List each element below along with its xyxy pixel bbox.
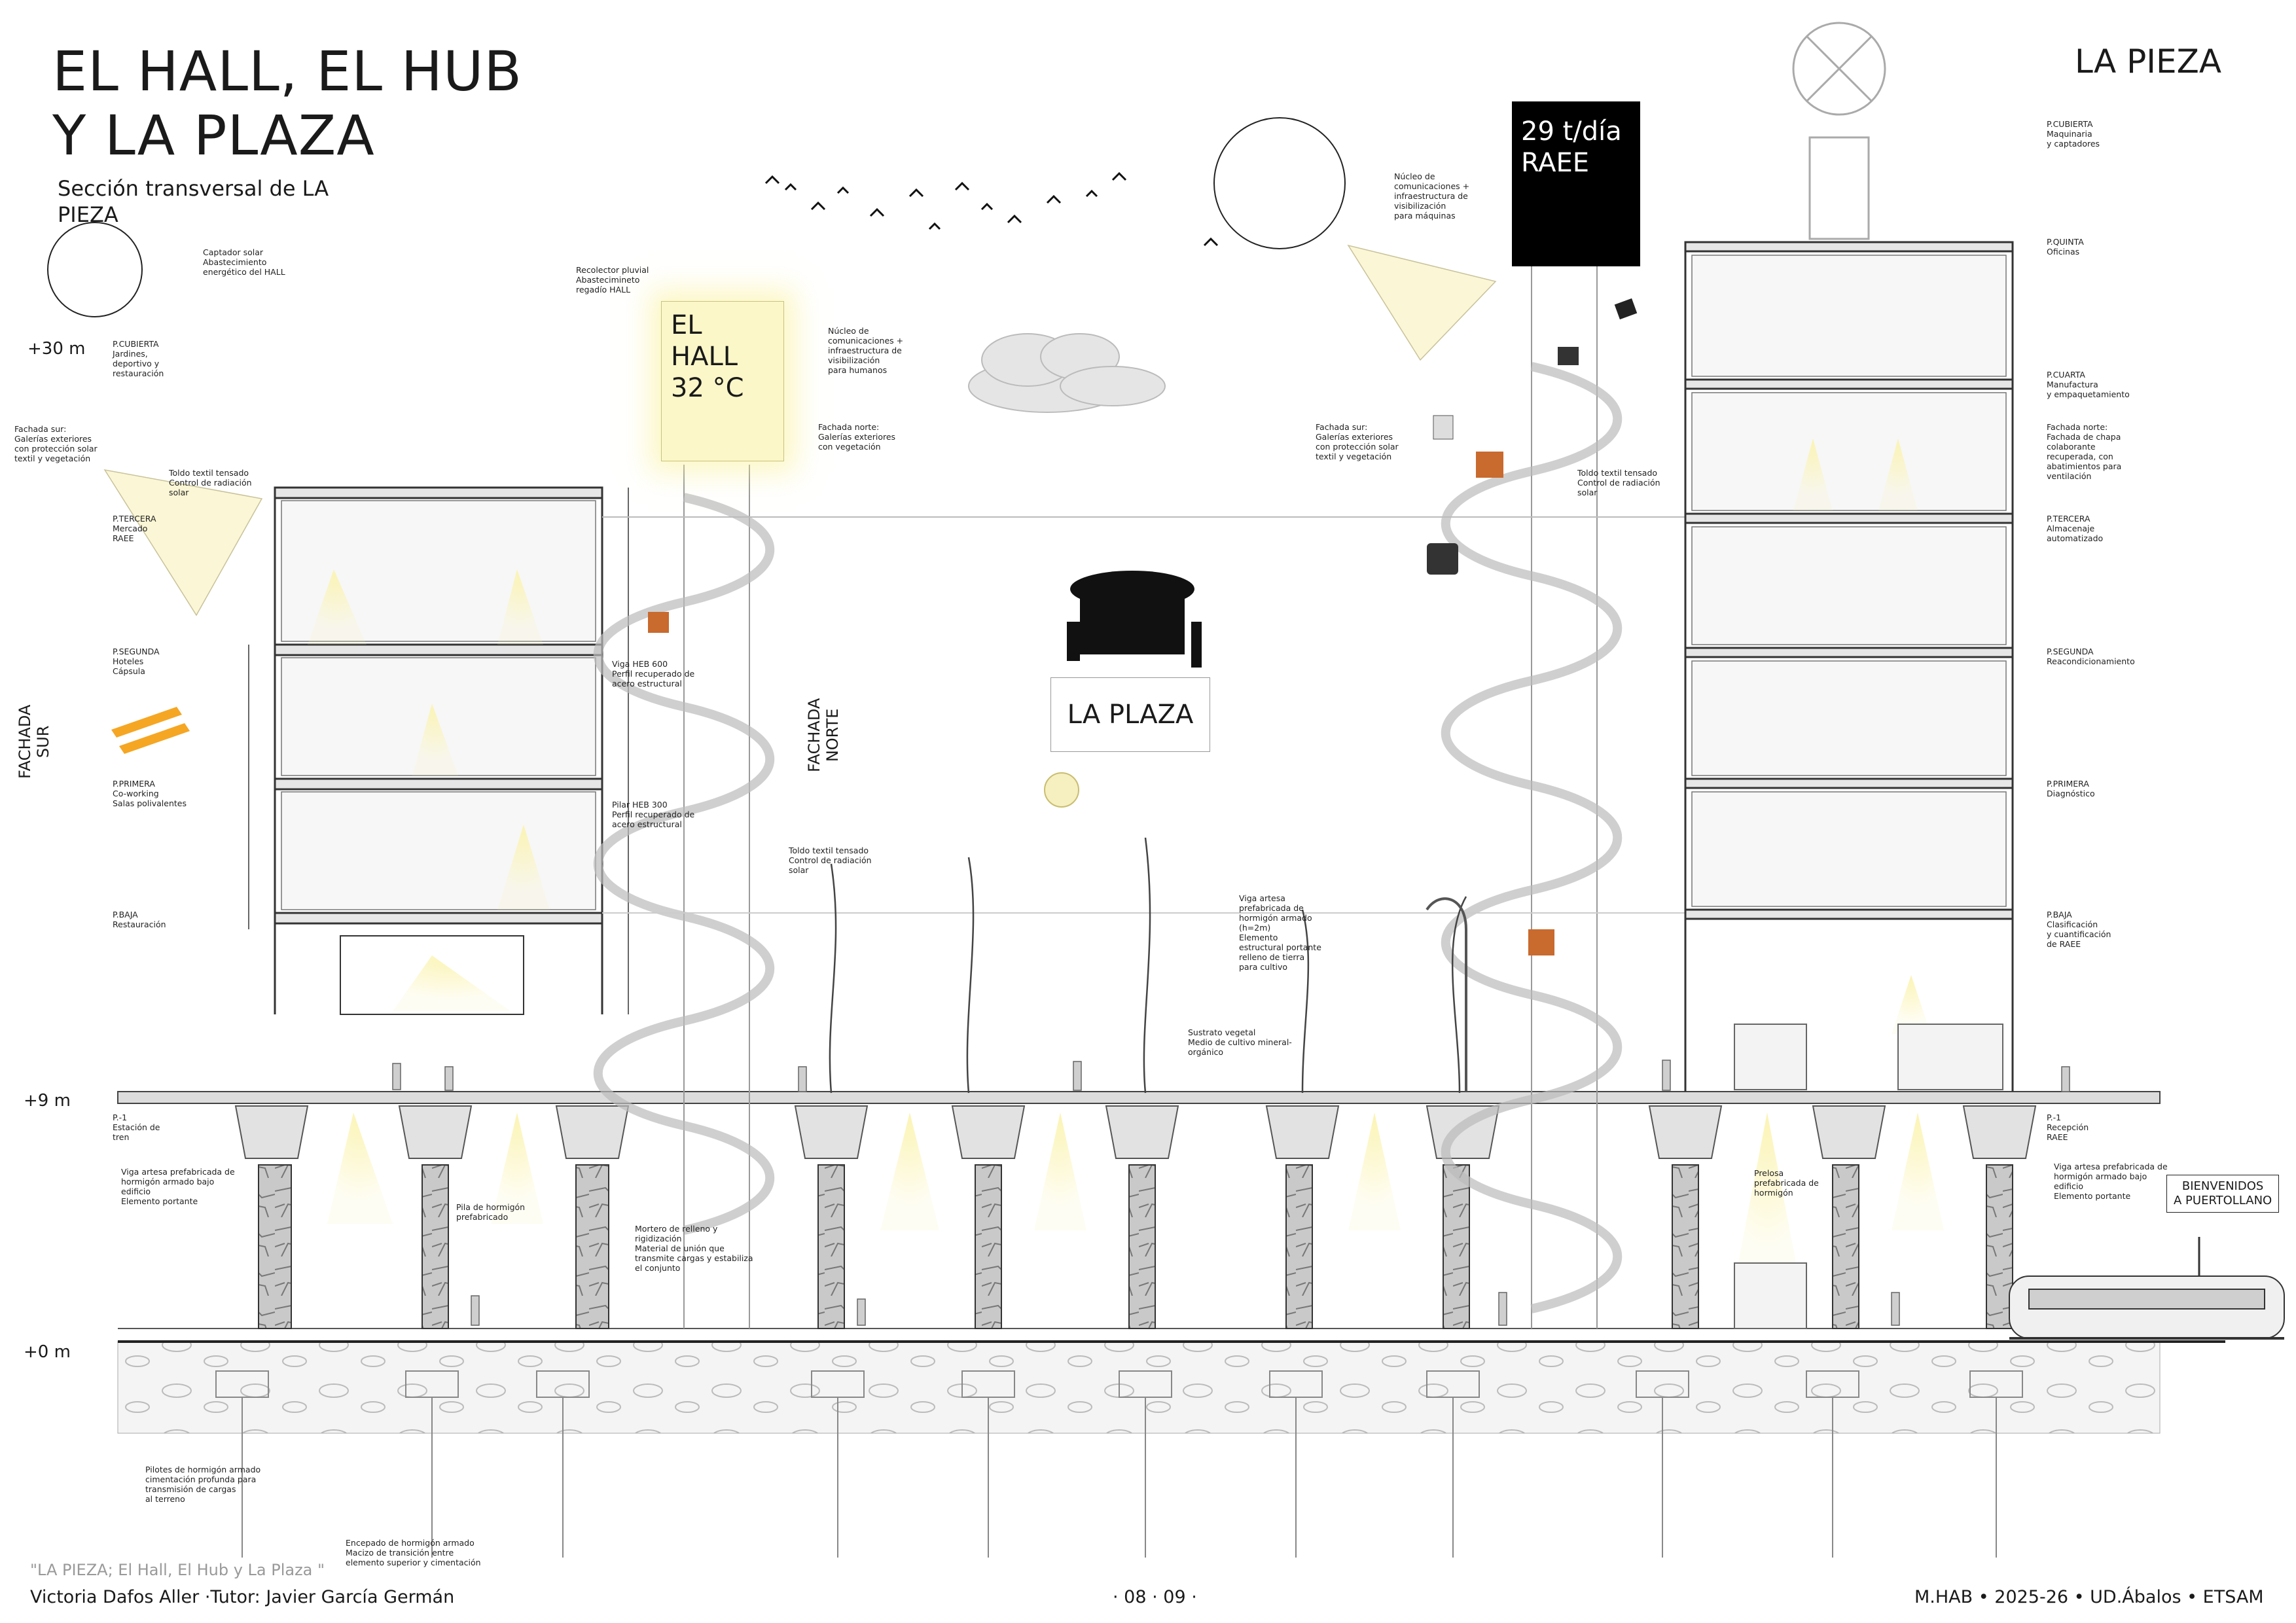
left-interiors — [281, 500, 596, 910]
welcome-sign-line2: A PUERTOLLANO — [2174, 1194, 2272, 1207]
hall-box: EL HALL 32 °C — [661, 301, 784, 461]
note-recolector-pluvial: Recolector pluvial Abastecimineto regadí… — [576, 265, 649, 294]
hall-tower-left — [594, 465, 774, 1329]
note-right-viga: Viga artesa prefabricada de hormigón arm… — [2054, 1162, 2168, 1201]
note-left-primera: P.PRIMERA Co-working Salas polivalentes — [113, 779, 187, 808]
raee-icons — [648, 298, 1638, 955]
plaza-box-label: LA PLAZA — [1067, 700, 1194, 730]
left-building — [248, 486, 629, 1015]
plaza-box: LA PLAZA — [1050, 677, 1210, 752]
elevation-0m: +0 m — [24, 1342, 71, 1362]
footer-pages: · 08 · 09 · — [1113, 1587, 1197, 1607]
raee-box: 29 t/día RAEE — [1512, 101, 1640, 266]
note-right-segunda: P.SEGUNDA Reacondicionamiento — [2047, 647, 2135, 666]
platform-slab — [117, 1091, 2161, 1104]
crowd — [1067, 571, 1202, 668]
page-title-line1: EL HALL, EL HUB — [52, 39, 523, 103]
note-left-cubierta: P.CUBIERTA Jardines, deportivo y restaur… — [113, 339, 164, 378]
wind-turbine — [1792, 22, 1886, 240]
note-left-viga: Viga artesa prefabricada de hormigón arm… — [121, 1167, 235, 1206]
note-pila: Pila de hormigón prefabricado — [456, 1202, 526, 1222]
right-building — [1684, 241, 2014, 1092]
note-prelosa: Prelosa prefabricada de hormigón — [1754, 1168, 1819, 1198]
right-title: LA PIEZA — [2075, 43, 2222, 80]
sun-small — [1044, 772, 1079, 808]
note-nucleo-humanos: Núcleo de comunicaciones + infraestructu… — [828, 326, 904, 375]
note-pilotes: Pilotes de hormigón armado cimentación p… — [145, 1465, 261, 1504]
page-title-line2: Y LA PLAZA — [52, 103, 375, 168]
plaza-trees — [829, 837, 1467, 1094]
note-left-baja: P.BAJA Restauración — [113, 910, 166, 929]
note-encepado: Encepado de hormigón armado Macizo de tr… — [346, 1538, 481, 1567]
orange-beams — [111, 707, 190, 754]
note-right-quinta: P.QUINTA Oficinas — [2047, 237, 2084, 257]
right-interiors — [1691, 255, 2007, 907]
footer-quote: "LA PIEZA; El Hall, El Hub y La Plaza " — [30, 1561, 325, 1579]
lamp-post — [1426, 897, 1467, 1092]
footer-course: M.HAB • 2025-26 • UD.Ábalos • ETSAM — [1914, 1587, 2264, 1607]
elevation-30m: +30 m — [27, 339, 86, 359]
raee-box-line1: 29 t/día — [1521, 116, 1622, 147]
note-left-tercera: P.TERCERA Mercado RAEE — [113, 514, 156, 543]
welcome-sign: BIENVENIDOS A PUERTOLLANO — [2166, 1175, 2280, 1213]
note-right-cubierta: P.CUBIERTA Maquinaria y captadores — [2047, 119, 2100, 149]
note-plaza-toldo: Toldo textil tensado Control de radiació… — [789, 846, 872, 875]
right-interior-glows — [1793, 438, 1931, 1034]
hall-tower-right — [1441, 262, 1622, 1329]
facade-label-norte: FACHADA NORTE — [805, 698, 842, 772]
page-subtitle-line1: Sección transversal de LA — [58, 176, 329, 201]
note-left-segunda: P.SEGUNDA Hoteles Cápsula — [113, 647, 160, 676]
note-right-p1: P.-1 Recepción RAEE — [2047, 1113, 2089, 1142]
containers — [1734, 1024, 2003, 1329]
note-viga-artesa: Viga artesa prefabricada de hormigón arm… — [1239, 893, 1321, 972]
birds — [764, 171, 1219, 247]
note-right-cuarta: P.CUARTA Manufactura y empaquetamiento — [2047, 370, 2130, 399]
raee-box-line2: RAEE — [1521, 148, 1590, 178]
welcome-sign-line1: BIENVENIDOS — [2181, 1179, 2264, 1193]
note-nucleo-maquinas: Núcleo de comunicaciones + infraestructu… — [1394, 171, 1470, 221]
page-subtitle-line2: PIEZA — [58, 202, 118, 227]
left-interior-glows — [308, 569, 550, 1011]
people-silhouettes — [392, 1060, 2070, 1326]
elevation-9m: +9 m — [24, 1091, 71, 1111]
note-center-toldo: Toldo textil tensado Control de radiació… — [1577, 468, 1660, 497]
sun-center — [1213, 117, 1346, 249]
hall-box-line2: 32 °C — [671, 373, 744, 403]
note-pilar-heb: Pilar HEB 300 Perfil recuperado de acero… — [612, 800, 695, 829]
stone-columns — [258, 1164, 2013, 1329]
ground-soil — [117, 1341, 2161, 1434]
note-right-baja: P.BAJA Clasificación y cuantificación de… — [2047, 910, 2111, 949]
pile-group — [215, 1370, 2023, 1558]
note-center-fachada-norte: Fachada norte: Galerías exteriores con v… — [818, 422, 896, 452]
note-left-fachada-sur: Fachada sur: Galerías exteriores con pro… — [14, 424, 98, 463]
note-left-p1: P.-1 Estación de tren — [113, 1113, 160, 1142]
sun-left — [47, 222, 143, 317]
sun-rays — [103, 244, 1497, 616]
light-cones — [327, 1113, 1944, 1283]
note-right-tercera: P.TERCERA Almacenaje automatizado — [2047, 514, 2104, 543]
train — [2009, 1275, 2285, 1340]
footer-author: Victoria Dafos Aller ·Tutor: Javier Garc… — [30, 1587, 455, 1607]
facade-label-sur: FACHADA SUR — [16, 704, 52, 779]
page-subtitle: Sección transversal de LA PIEZA — [58, 175, 329, 228]
note-viga-heb: Viga HEB 600 Perfil recuperado de acero … — [612, 659, 695, 688]
cloud-shape — [968, 333, 1166, 413]
note-captador-solar: Captador solar Abastecimiento energético… — [203, 247, 285, 277]
note-center-fachada-sur: Fachada sur: Galerías exteriores con pro… — [1316, 422, 1399, 461]
note-left-toldo: Toldo textil tensado Control de radiació… — [169, 468, 252, 497]
page-title: EL HALL, EL HUB Y LA PLAZA — [52, 39, 522, 168]
note-mortero: Mortero de relleno y rigidización Materi… — [635, 1224, 753, 1273]
artesa-beams — [234, 1105, 2037, 1159]
note-right-primera: P.PRIMERA Diagnóstico — [2047, 779, 2095, 798]
note-sustrato: Sustrato vegetal Medio de cultivo minera… — [1188, 1027, 1292, 1057]
note-right-fachada-norte: Fachada norte: Fachada de chapa colabora… — [2047, 422, 2122, 481]
hall-box-line1: EL HALL — [671, 310, 738, 372]
